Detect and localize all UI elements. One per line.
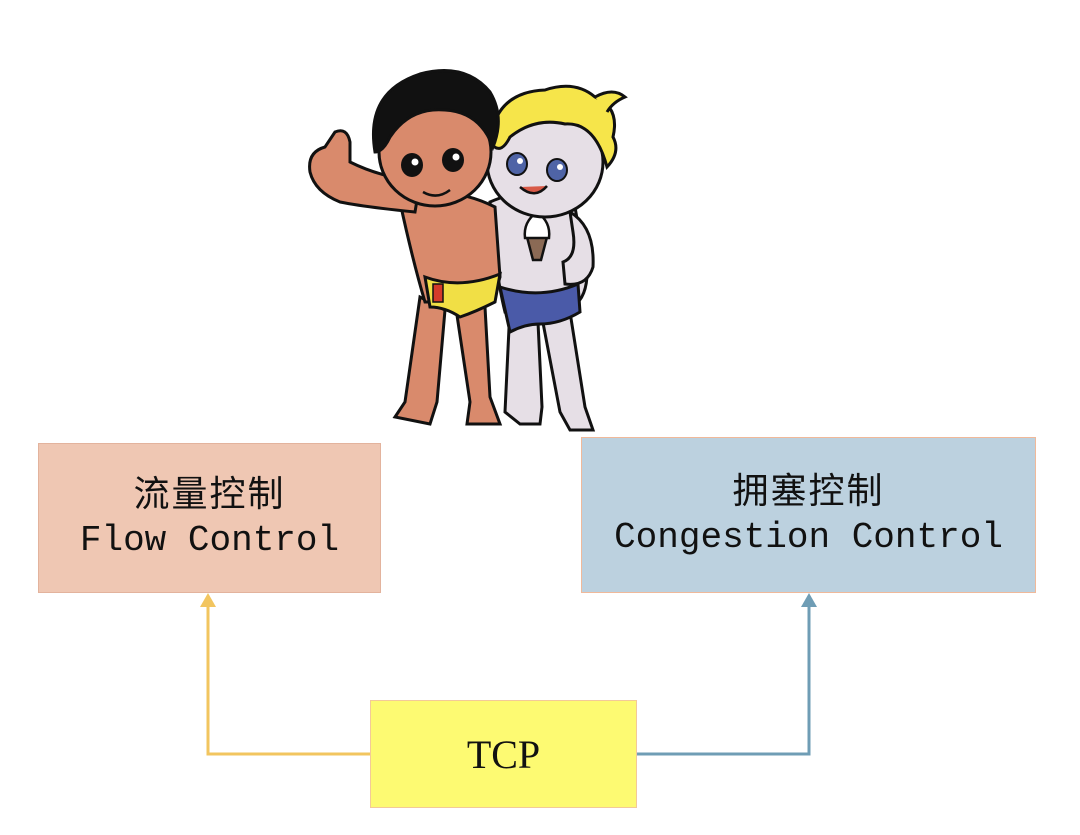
two-boys-mascot-icon	[308, 69, 628, 432]
tcp-node: TCP	[370, 700, 637, 808]
arrow-tcp-to-flow-control	[200, 593, 370, 756]
congestion-control-node: 拥塞控制 Congestion Control	[581, 437, 1036, 593]
congestion-control-title-cn: 拥塞控制	[732, 471, 885, 512]
arrow-tcp-to-congestion-control	[637, 593, 817, 756]
congestion-control-title-en: Congestion Control	[614, 517, 1003, 558]
tcp-label: TCP	[466, 731, 541, 777]
arrowhead-icon	[200, 593, 216, 607]
flow-control-title-cn: 流量控制	[133, 474, 286, 515]
arrowhead-icon	[801, 593, 817, 607]
flow-control-title-en: Flow Control	[79, 520, 340, 561]
flow-control-node: 流量控制 Flow Control	[38, 443, 381, 593]
